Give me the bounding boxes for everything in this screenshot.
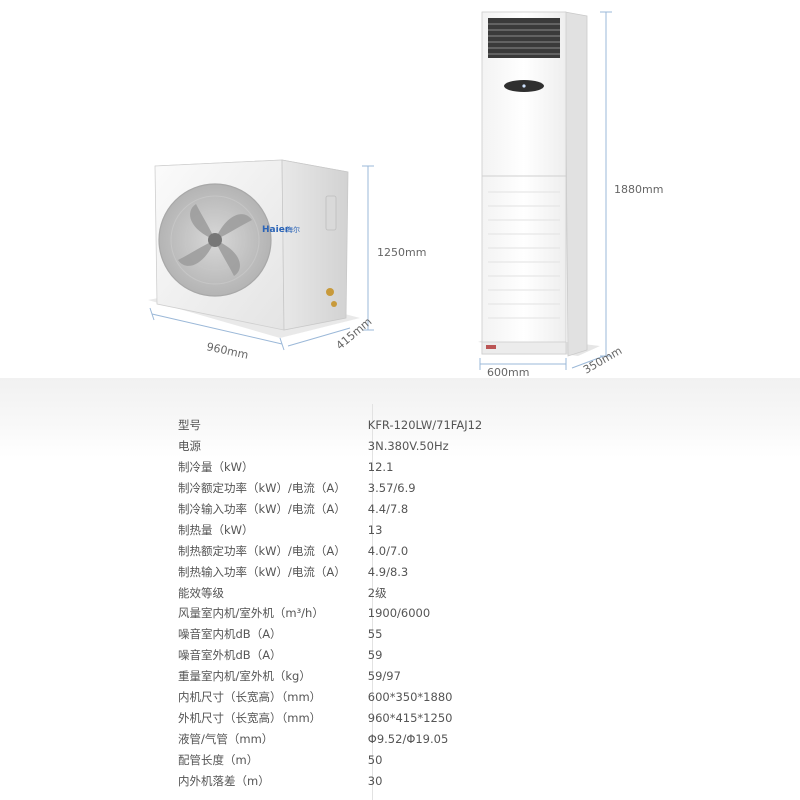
spec-label: 重量室内机/室外机（kg）	[178, 669, 311, 684]
spec-column-divider	[372, 404, 373, 800]
spec-value: 960*415*1250	[367, 710, 453, 725]
spec-section: 型号 KFR-120LW/71FAJ12 电源 3N.380V.50Hz 制冷量（kW）…	[0, 378, 800, 800]
outdoor-handle	[325, 195, 337, 231]
spec-label: 制冷量（kW）	[178, 460, 254, 475]
indoor-grille-lines	[488, 191, 560, 319]
spec-value: 1900/6000	[367, 606, 431, 621]
spec-value: 59/97	[367, 669, 401, 684]
spec-value: KFR-120LW/71FAJ12	[367, 418, 483, 433]
spec-label: 制冷额定功率（kW）/电流（A）	[178, 481, 346, 496]
spec-label: 内机尺寸（长宽高）（mm）	[178, 690, 322, 705]
spec-row: 液管/气管（mm） Φ9.52/Φ19.05	[0, 728, 800, 749]
spec-label: 制热量（kW）	[178, 522, 254, 537]
product-illustration: Haier 海尔 1250mm 960mm 415mm	[148, 11, 663, 378]
spec-row: 制热额定功率（kW）/电流（A） 4.0/7.0	[0, 540, 800, 561]
fan-hub	[208, 233, 222, 247]
indoor-air-outlet-louvers	[488, 23, 560, 55]
pipe-valve-lower	[331, 301, 337, 307]
spec-label: 能效等级	[178, 585, 224, 600]
indoor-base-badge	[486, 345, 496, 349]
fan-grille-ring	[170, 195, 260, 285]
outdoor-width-label: 960mm	[205, 340, 249, 362]
spec-value: 4.4/7.8	[367, 502, 409, 516]
spec-label: 配管长度（m）	[178, 752, 259, 767]
indoor-unit-front	[481, 11, 567, 355]
spec-label: 制冷输入功率（kW）/电流（A）	[178, 502, 346, 516]
spec-row: 重量室内机/室外机（kg） 59/97	[0, 666, 800, 687]
spec-row: 制冷量（kW） 12.1	[0, 457, 800, 478]
spec-table: 型号 KFR-120LW/71FAJ12 电源 3N.380V.50Hz 制冷量（kW）…	[0, 415, 800, 791]
spec-row: 型号 KFR-120LW/71FAJ12	[0, 415, 800, 436]
spec-label: 液管/气管（mm）	[178, 731, 274, 746]
spec-value: 30	[367, 773, 383, 788]
spec-label: 制热额定功率（kW）/电流（A）	[178, 543, 346, 558]
spec-row: 噪音室内机dB（A） 55	[0, 624, 800, 645]
indoor-base	[481, 341, 567, 355]
spec-row: 制冷输入功率（kW）/电流（A） 4.4/7.8	[0, 499, 800, 520]
spec-row: 风量室内机/室外机（m³/h） 1900/6000	[0, 603, 800, 624]
spec-value: Φ9.52/Φ19.05	[367, 731, 449, 746]
pipe-valve-upper	[326, 288, 334, 296]
spec-value: 600*350*1880	[367, 690, 453, 705]
spec-row: 配管长度（m） 50	[0, 749, 800, 770]
outdoor-height-label: 1250mm	[377, 246, 426, 259]
indoor-dimension-lines	[479, 11, 612, 370]
spec-table-body: 型号 KFR-120LW/71FAJ12 电源 3N.380V.50Hz 制冷量（kW）…	[0, 415, 800, 791]
fan-grille-ring-inner	[184, 209, 246, 271]
spec-row: 外机尺寸（长宽高）（mm） 960*415*1250	[0, 707, 800, 728]
spec-value: 59	[367, 648, 383, 663]
spec-value: 4.9/8.3	[367, 564, 409, 579]
indoor-width-label: 600mm	[487, 366, 529, 378]
indoor-air-outlet	[488, 18, 560, 58]
spec-label: 噪音室内机dB（A）	[178, 627, 282, 642]
spec-label: 电源	[178, 439, 201, 454]
spec-row: 内机尺寸（长宽高）（mm） 600*350*1880	[0, 687, 800, 708]
outdoor-unit: Haier 海尔	[148, 159, 360, 338]
spec-value: 50	[367, 752, 383, 767]
spec-row: 电源 3N.380V.50Hz	[0, 436, 800, 457]
spec-row: 内外机落差（m） 30	[0, 770, 800, 791]
spec-label: 外机尺寸（长宽高）（mm）	[178, 710, 322, 725]
brand-logo: Haier	[262, 225, 290, 235]
spec-label: 风量室内机/室外机（m³/h）	[178, 606, 324, 621]
brand-logo-sub: 海尔	[286, 225, 300, 234]
spec-value: 55	[367, 627, 383, 642]
outdoor-dimension-lines	[149, 165, 374, 351]
spec-row: 能效等级 2级	[0, 582, 800, 603]
spec-label: 噪音室外机dB（A）	[178, 648, 282, 663]
spec-row: 制冷额定功率（kW）/电流（A） 3.57/6.9	[0, 478, 800, 499]
indoor-unit-side	[564, 11, 588, 357]
spec-value: 2级	[367, 585, 387, 600]
spec-value: 12.1	[367, 460, 394, 475]
spec-label: 制热输入功率（kW）/电流（A）	[178, 564, 346, 579]
fan-blades	[178, 204, 252, 276]
spec-value: 13	[367, 522, 383, 537]
spec-row: 制热量（kW） 13	[0, 519, 800, 540]
spec-row: 制热输入功率（kW）/电流（A） 4.9/8.3	[0, 561, 800, 582]
spec-value: 3.57/6.9	[367, 481, 416, 496]
spec-label: 内外机落差（m）	[178, 773, 270, 788]
spec-row: 噪音室外机dB（A） 59	[0, 645, 800, 666]
indoor-unit	[478, 11, 600, 357]
spec-value: 4.0/7.0	[367, 543, 409, 558]
spec-value: 3N.380V.50Hz	[367, 439, 449, 454]
indoor-height-label: 1880mm	[614, 183, 663, 196]
outdoor-unit-side	[281, 159, 349, 331]
spec-label: 型号	[178, 418, 201, 433]
indoor-display-led	[522, 84, 526, 88]
